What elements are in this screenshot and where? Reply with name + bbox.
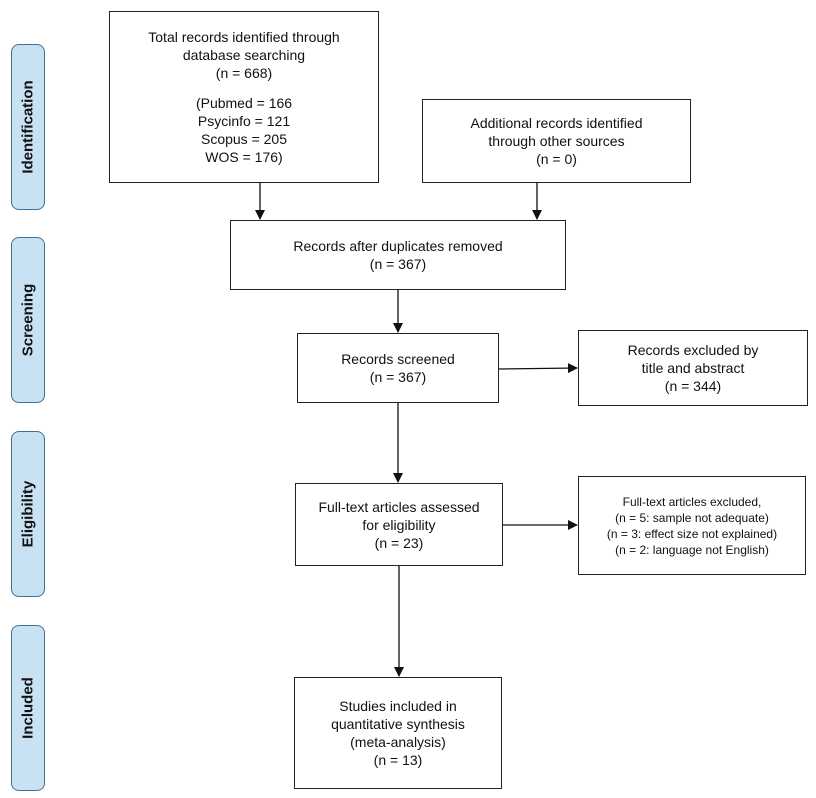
box-line: (n = 5: sample not adequate) [615, 510, 769, 525]
box-line: (n = 668) [215, 65, 273, 81]
total-records-box: Total records identified through databas… [109, 11, 379, 183]
additional-records-box: Additional records identified through ot… [422, 99, 691, 183]
box-line: Full-text articles excluded, [622, 494, 762, 509]
studies-included-box: Studies included in quantitative synthes… [294, 677, 502, 789]
box-line: Records after duplicates removed [293, 238, 503, 254]
box-line: Full-text articles assessed [318, 498, 480, 515]
after-duplicates-box: Records after duplicates removed (n = 36… [230, 220, 566, 290]
box-line: (n = 3: effect size not explained) [606, 526, 778, 541]
fulltext-excluded-box: Full-text articles excluded, (n = 5: sam… [578, 476, 806, 575]
source-line: Psycinfo = 121 [197, 113, 291, 129]
box-line: Records screened [341, 351, 455, 367]
box-line: title and abstract [641, 360, 745, 376]
box-line: (n = 367) [369, 256, 427, 272]
box-line: quantitative synthesis [331, 716, 465, 732]
box-line: through other sources [488, 133, 625, 149]
box-line: (n = 13) [373, 752, 423, 768]
box-line: for eligibility [362, 516, 436, 533]
box-line: (n = 0) [536, 151, 577, 167]
phase-identification: Identification [11, 44, 45, 210]
box-line: (n = 367) [369, 369, 427, 385]
box-line: database searching [182, 47, 306, 63]
source-line: Scopus = 205 [200, 131, 287, 147]
box-line: Additional records identified [470, 115, 643, 131]
excluded-title-abstract-box: Records excluded by title and abstract (… [578, 330, 808, 406]
source-line: (Pubmed = 166 [195, 95, 293, 111]
box-line: (n = 2: language not English) [615, 542, 769, 557]
box-line: (n = 23) [374, 534, 424, 551]
box-line: Records excluded by [627, 342, 759, 358]
source-line: WOS = 176) [205, 149, 283, 165]
box-line: (n = 344) [664, 378, 722, 394]
phase-screening: Screening [11, 237, 45, 403]
phase-included: Included [11, 625, 45, 791]
box-line: Total records identified through [148, 29, 340, 45]
records-screened-box: Records screened (n = 367) [297, 333, 499, 403]
phase-eligibility: Eligibility [11, 431, 45, 597]
box-line: (meta-analysis) [350, 734, 446, 750]
arrow-screened-to-excluded [498, 363, 578, 374]
fulltext-assessed-box: Full-text articles assessed for eligibil… [295, 483, 503, 566]
box-line: Studies included in [339, 698, 457, 714]
